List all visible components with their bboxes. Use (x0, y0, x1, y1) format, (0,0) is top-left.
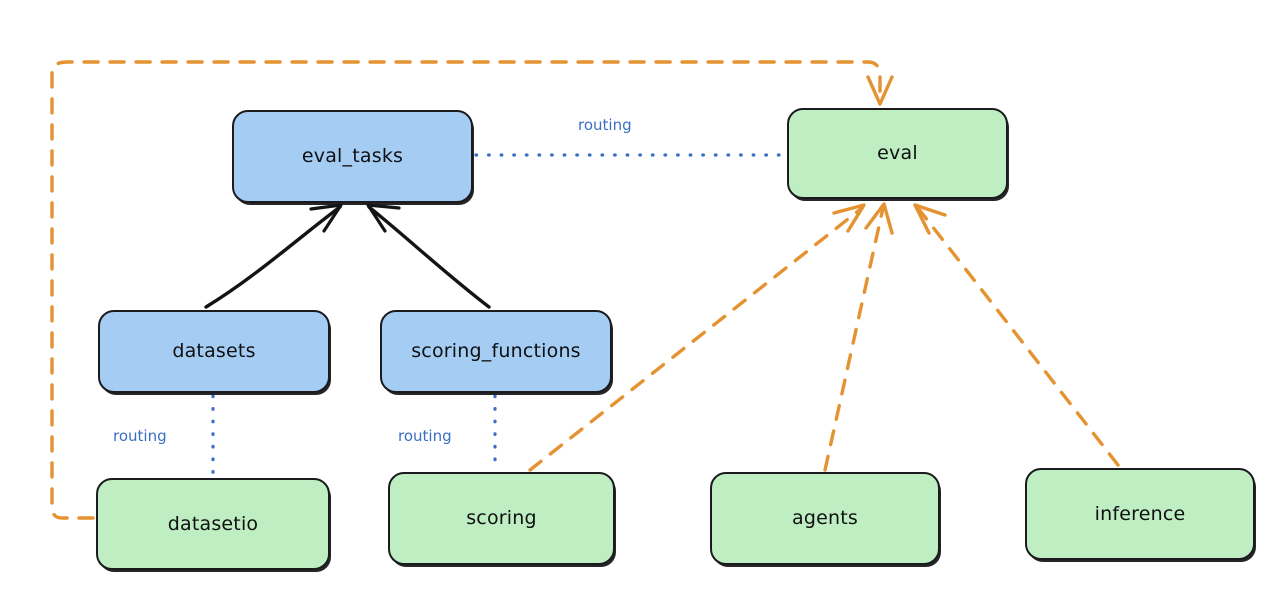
edge-label-routing-eval-tasks: routing (578, 116, 632, 134)
node-label: eval (877, 142, 918, 164)
edge-agents-to-eval (823, 202, 894, 472)
node-scoring-functions[interactable]: scoring_functions (380, 310, 612, 393)
edge-label-routing-scoring-functions: routing (398, 427, 452, 445)
edge-inference-to-eval (913, 203, 1120, 467)
node-agents[interactable]: agents (710, 472, 940, 565)
node-datasets[interactable]: datasets (98, 310, 330, 393)
edge-scoring-functions-to-eval-tasks (366, 203, 491, 309)
node-datasetio[interactable]: datasetio (96, 478, 330, 570)
node-label: inference (1094, 502, 1186, 525)
node-eval-tasks[interactable]: eval_tasks (232, 110, 473, 203)
node-label: datasetio (167, 512, 259, 535)
node-label: datasets (172, 340, 256, 362)
node-label: scoring_functions (411, 340, 581, 362)
node-label: scoring (466, 507, 537, 529)
edge-datasets-to-eval-tasks (204, 203, 343, 309)
node-eval[interactable]: eval (787, 108, 1008, 199)
node-scoring[interactable]: scoring (388, 472, 615, 565)
node-label: eval_tasks (301, 145, 404, 167)
edge-label-routing-datasets: routing (113, 427, 167, 445)
node-inference[interactable]: inference (1025, 468, 1255, 560)
node-label: agents (792, 507, 858, 529)
